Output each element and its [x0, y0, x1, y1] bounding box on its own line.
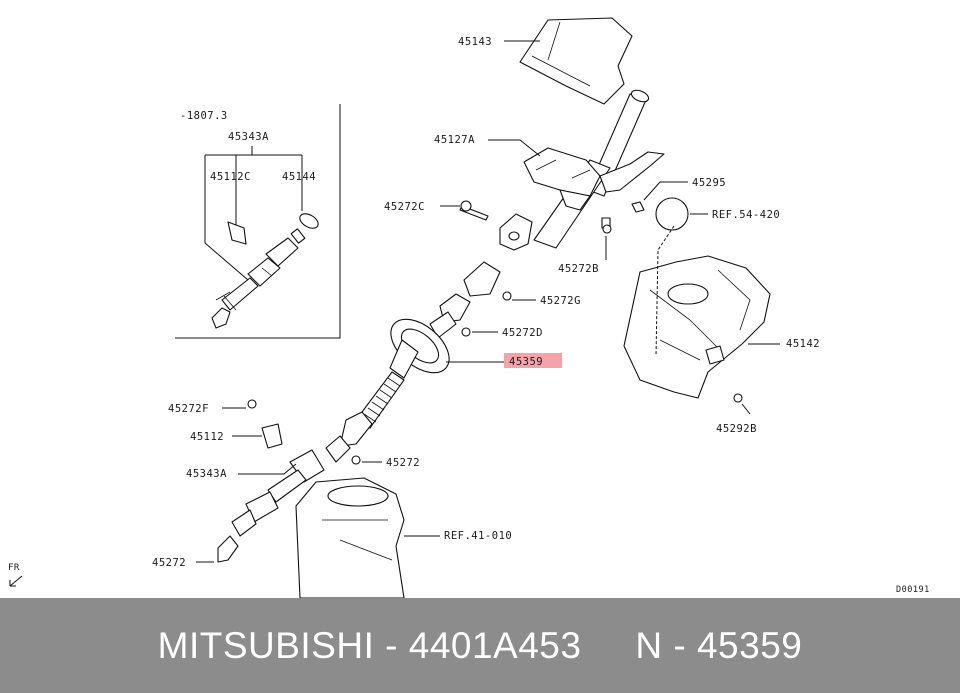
label-45127A: 45127A — [434, 134, 475, 146]
footer-banner: MITSUBISHI - 4401A453 N - 45359 — [0, 598, 960, 693]
tilt-lever — [599, 151, 665, 193]
leader-lines — [196, 139, 751, 563]
label-45272-mid: 45272 — [386, 457, 420, 469]
column-bracket — [523, 147, 601, 197]
inset-intermediate-shaft — [211, 213, 319, 329]
fr-arrow-icon — [9, 575, 23, 587]
inset-seal-45144 — [299, 213, 319, 229]
inset-code-label: -1807.3 — [180, 110, 228, 122]
label-45272-bottom: 45272 — [152, 557, 186, 569]
steering-column — [217, 89, 665, 563]
label-45272C: 45272C — [384, 201, 425, 213]
steering-column-diagram: -1807.3 45343A 45112C 45144 45143 — [8, 17, 930, 598]
inset-label-45144: 45144 — [282, 171, 316, 183]
label-45272D: 45272D — [502, 327, 543, 339]
fr-label: FR — [8, 563, 20, 573]
label-ref-41-010: REF.41-010 — [444, 530, 512, 542]
ref-cap-54-420 — [655, 197, 689, 231]
part-number-caption: MITSUBISHI - 4401A453 N - 45359 — [157, 624, 803, 666]
highlight-45359 — [504, 353, 562, 368]
inset-clip-45112C — [227, 221, 247, 245]
upper-column-cover: 45143 — [458, 17, 633, 105]
label-45272G: 45272G — [540, 295, 581, 307]
lower-column-cover — [623, 197, 780, 399]
dust-boot-45359 — [389, 318, 450, 379]
front-direction-indicator: FR — [8, 563, 23, 587]
label-45343A: 45343A — [186, 468, 227, 480]
clip-45112 — [261, 423, 283, 449]
inset-label-45343A: 45343A — [228, 131, 269, 143]
inset-border — [175, 104, 341, 339]
label-45272F: 45272F — [168, 403, 209, 415]
label-45295: 45295 — [692, 177, 726, 189]
label-45142: 45142 — [786, 338, 820, 350]
label-45143: 45143 — [458, 36, 492, 48]
label-45359: 45359 — [509, 356, 543, 368]
diagram-code: D00191 — [896, 585, 930, 595]
label-ref-54-420: REF.54-420 — [712, 209, 780, 221]
part-labels: 45127A 45295 REF.54-420 45272C 45272B 45… — [152, 134, 930, 595]
label-45292B: 45292B — [716, 423, 757, 435]
label-45272B: 45272B — [558, 263, 599, 275]
inset-detail: -1807.3 45343A 45112C 45144 — [175, 104, 341, 339]
inset-label-45112C: 45112C — [210, 171, 251, 183]
label-45112: 45112 — [190, 431, 224, 443]
bolts — [247, 200, 743, 465]
dash-panel-ref-41-010 — [295, 477, 440, 598]
